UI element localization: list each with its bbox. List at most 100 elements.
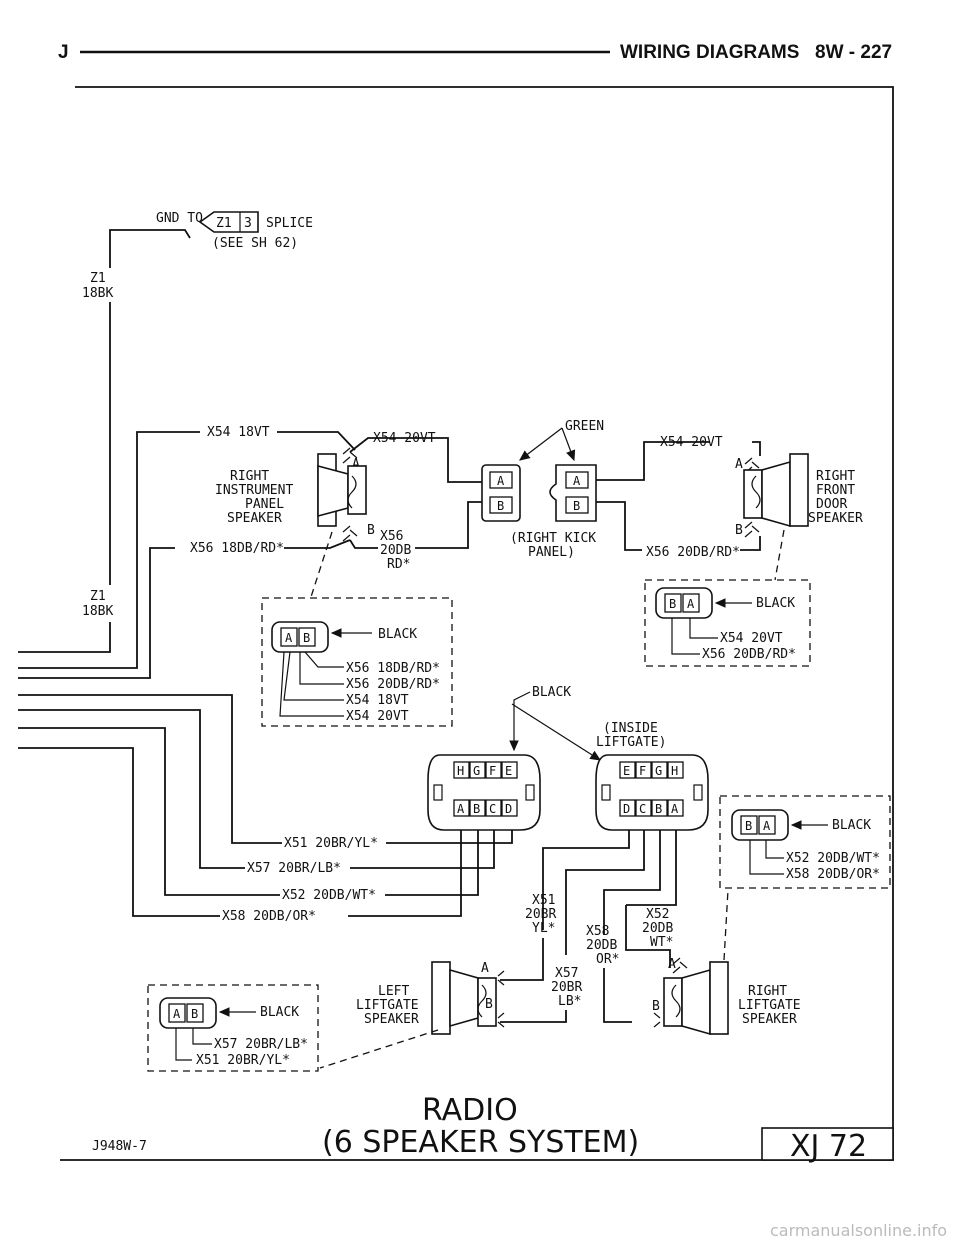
rip-name-3: PANEL [245, 497, 284, 512]
rfd-leg-pin-b: B [669, 597, 676, 611]
wire-x54-20vt-a: X54 20VT [373, 431, 436, 446]
ll-leg-line-1: X57 20BR/LB* [214, 1037, 308, 1052]
wire-x56-mid: X56 [380, 529, 403, 544]
rfd-leg-pin-a: A [687, 597, 695, 611]
lc2-pin-h: H [671, 764, 678, 778]
wire-x54-18vt: X54 18VT [207, 425, 270, 440]
page-header: J WIRING DIAGRAMS 8W - 227 [58, 42, 892, 63]
rl-leg-color: BLACK [832, 818, 871, 833]
lc2-pin-g: G [655, 764, 662, 778]
kick-right-pin-b: B [573, 499, 580, 513]
lc1-pin-d: D [505, 802, 512, 816]
lc2-pin-c: C [639, 802, 646, 816]
rl-name-1: RIGHT [748, 984, 787, 999]
kick-label-2: PANEL) [528, 545, 575, 560]
lc2-pin-f: F [639, 764, 646, 778]
lc1-pin-c: C [489, 802, 496, 816]
wire-x52v-3: WT* [650, 935, 673, 950]
wire-x57v-3: LB* [558, 994, 581, 1009]
rfd-name-3: DOOR [816, 497, 847, 512]
header-letter: J [58, 42, 69, 63]
rip-pin-b: B [367, 523, 375, 538]
rl-leg-line-1: X52 20DB/WT* [786, 851, 880, 866]
rl-connector-legend: B A BLACK X52 20DB/WT* X58 20DB/OR* [719, 795, 891, 889]
wire-x52v-1: X52 [646, 907, 669, 922]
liftgate-label-1: (INSIDE [603, 721, 658, 736]
wire-x57v-2: 20BR [551, 980, 582, 995]
wire-x51: X51 20BR/YL* [284, 836, 378, 851]
rfd-name-4: SPEAKER [808, 511, 863, 526]
diagram-title-1: RADIO [422, 1093, 518, 1128]
wire-x58: X58 20DB/OR* [222, 909, 316, 924]
rl-name-3: SPEAKER [742, 1012, 797, 1027]
ground-section: GND TO Z1 3 SPLICE (SEE SH 62) Z1 18BK Z… [18, 211, 313, 653]
ll-leg-pin-a: A [173, 1007, 181, 1021]
gnd-wire-mid: Z1 [90, 589, 106, 604]
right-liftgate-speaker: A B RIGHT LIFTGATE SPEAKER [625, 889, 801, 1036]
diagram-code: J948W-7 [92, 1139, 147, 1154]
rfd-leg-line-2: X56 20DB/RD* [702, 647, 796, 662]
liftgate-black: BLACK [532, 685, 571, 700]
gnd-gauge-mid: 18BK [82, 604, 113, 619]
rl-pin-a: A [668, 957, 676, 972]
ll-pin-b: B [485, 997, 493, 1012]
rip-leg-line-4: X54 20VT [346, 709, 409, 724]
left-wire-bundle [18, 431, 282, 917]
wire-x58v-2: 20DB [586, 938, 617, 953]
rip-leg-line-3: X54 18VT [346, 693, 409, 708]
kick-label-1: (RIGHT KICK [510, 531, 596, 546]
rl-pin-b: B [652, 999, 660, 1014]
ll-name-1: LEFT [378, 984, 409, 999]
splice-word: SPLICE [266, 216, 313, 231]
lc1-pin-f: F [489, 764, 496, 778]
wire-x56-20db-r: X56 20DB/RD* [646, 545, 740, 560]
lc1-pin-h: H [457, 764, 464, 778]
ll-name-3: SPEAKER [364, 1012, 419, 1027]
ll-leg-line-2: X51 20BR/YL* [196, 1053, 290, 1068]
rfd-name-1: RIGHT [816, 469, 855, 484]
header-title: WIRING DIAGRAMS [620, 42, 799, 63]
right-instrument-panel-speaker: X54 18VT X54 20VT A RIGHT INSTRUMENT PAN… [190, 425, 485, 601]
wire-x51v-1: X51 [532, 893, 555, 908]
gnd-gauge-top: 18BK [82, 286, 113, 301]
rfd-pin-a: A [735, 457, 743, 472]
rip-name-4: SPEAKER [227, 511, 282, 526]
rip-leg-color: BLACK [378, 627, 417, 642]
kick-left-pin-b: B [497, 499, 504, 513]
wire-x56-mid-3: RD* [387, 557, 410, 572]
splice-symbol [198, 211, 259, 233]
wire-x56-mid-2: 20DB [380, 543, 411, 558]
wire-x57v-1: X57 [555, 966, 578, 981]
lc1-pin-e: E [505, 764, 512, 778]
liftgate-label-2: LIFTGATE) [596, 735, 666, 750]
kick-green: GREEN [565, 419, 604, 434]
rl-leg-pin-a: A [763, 819, 771, 833]
lc2-pin-b: B [655, 802, 662, 816]
rip-pin-a: A [352, 457, 360, 472]
lc2-pin-e: E [623, 764, 630, 778]
wire-x58v-3: OR* [596, 952, 619, 967]
wire-x51v-2: 20BR [525, 907, 556, 922]
kick-right-pin-a: A [573, 474, 581, 488]
rip-name-2: INSTRUMENT [215, 483, 293, 498]
rip-leg-pin-b: B [303, 631, 310, 645]
gnd-wire-top: Z1 [90, 271, 106, 286]
rip-leg-line-2: X56 20DB/RD* [346, 677, 440, 692]
wire-x54-20vt-b: X54 20VT [660, 435, 723, 450]
page-border [60, 86, 894, 1161]
ll-name-2: LIFTGATE [356, 998, 419, 1013]
gnd-label: GND TO [156, 211, 203, 226]
splice-num: 3 [244, 216, 252, 231]
kick-panel-connectors: A B A B GREEN (RIGHT KICK PANEL) [481, 419, 604, 560]
wire-x58v-1: X58 [586, 924, 609, 939]
lc2-pin-a: A [671, 802, 679, 816]
lc1-pin-a: A [457, 802, 465, 816]
header-page: 8W - 227 [815, 42, 892, 63]
rip-connector-legend: A B BLACK X56 18DB/RD* X56 20DB/RD* X54 … [261, 597, 453, 727]
rfd-leg-color: BLACK [756, 596, 795, 611]
wire-x51v-3: YL* [532, 921, 555, 936]
rfd-pin-b: B [735, 523, 743, 538]
wire-x52: X52 20DB/WT* [282, 888, 376, 903]
ll-leg-pin-b: B [191, 1007, 198, 1021]
